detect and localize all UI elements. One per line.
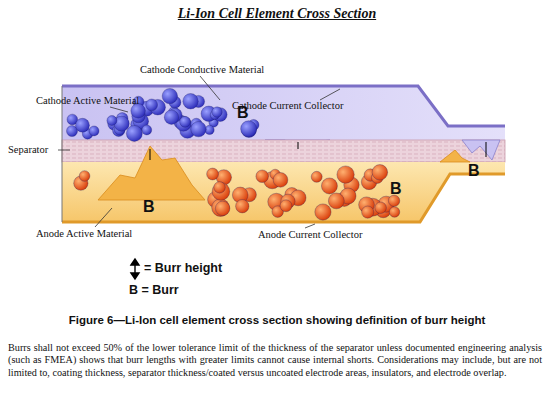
active-particle [214,182,226,194]
title: Li-Ion Cell Element Cross Section [2,6,550,21]
active-particle [389,207,399,217]
active-particle [89,126,99,136]
active-particle [191,121,206,136]
active-particle [76,118,90,132]
active-particle [79,171,90,182]
active-particle [280,200,292,212]
tab-burr [440,150,470,162]
legend-entry: B = Burr [129,284,179,298]
tab-burr [462,140,500,160]
active-particle [375,202,387,214]
burr-height-arrow [150,142,486,160]
separator-band [62,140,505,162]
burr-marker: B [390,180,402,198]
active-particle [126,125,142,141]
active-particle [337,166,354,183]
active-particle [241,121,257,137]
part-label: Cathode Current Collector [232,100,343,112]
active-particle [207,168,219,180]
part-label: Cathode Conductive Material [140,64,264,76]
legend-arrow-symbol [131,259,139,279]
active-particle [236,200,249,213]
active-particle [256,170,269,183]
active-particle [315,204,331,220]
active-particle [183,94,198,109]
active-particle [372,165,388,181]
active-particle [212,183,230,201]
active-particle [273,173,288,188]
active-particle [146,99,158,111]
figure-caption: Figure 6—Li-Ion cell element cross secti… [2,314,550,327]
active-particle [215,201,230,216]
legend-entry: = Burr height [144,262,222,276]
part-label: Anode Active Material [36,228,132,240]
active-particle [321,178,337,194]
burr-marker: B [468,162,480,180]
part-label: Cathode Active Material [36,95,139,107]
part-label: Anode Current Collector [258,229,362,241]
active-particle [142,125,152,135]
active-particle [107,116,117,126]
note-paragraph: Burrs shall not exceed 50% of the lower … [8,342,542,379]
active-particle [164,110,178,124]
active-particle [162,88,177,103]
burr-marker: B [143,198,155,216]
active-particle [212,107,222,117]
active-particle [212,199,230,217]
active-particle [362,206,374,218]
anode-burr [98,146,205,200]
part-label: Separator [8,144,48,156]
burr-marker: B [237,104,249,122]
active-particle [311,171,322,182]
active-particle [328,193,344,209]
active-particle [180,116,191,127]
active-particle [205,125,214,134]
